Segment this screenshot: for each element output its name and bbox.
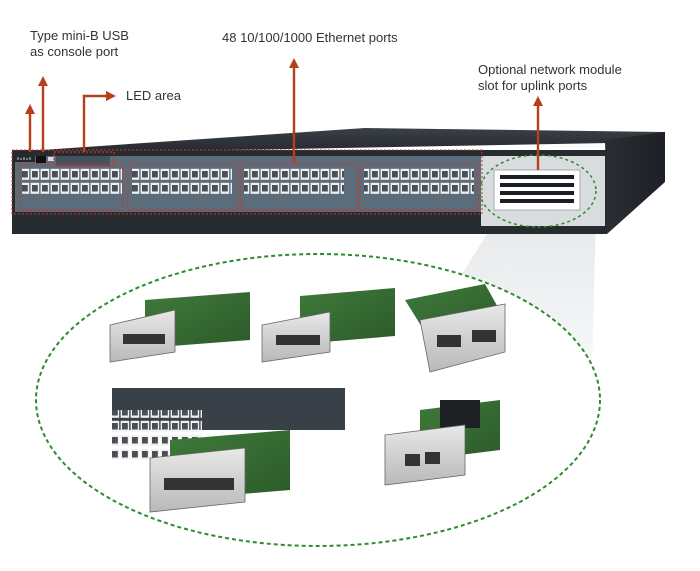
- network-module-2: [261, 288, 395, 363]
- chassis-side: [605, 132, 665, 234]
- network-module-1: [109, 292, 250, 363]
- cisco-logo-icon: [15, 156, 35, 162]
- switch-with-module-inserted: [112, 388, 345, 513]
- console-port-label-line1: Type mini-B USB: [30, 28, 129, 43]
- arrow-console-head: [38, 76, 48, 86]
- ports-outline-2: [127, 163, 239, 211]
- ports-outline-1: [19, 163, 124, 211]
- module-slot-vents: [500, 175, 574, 203]
- port-group-2: [132, 168, 232, 196]
- module-slot-label-line2: slot for uplink ports: [478, 78, 588, 93]
- arrow-led-head: [106, 91, 116, 101]
- chassis-top: [12, 128, 665, 154]
- ethernet-ports-label: 48 10/100/1000 Ethernet ports: [222, 30, 398, 45]
- console-port-callout: Type mini-B USB as console port: [30, 28, 129, 60]
- arrow-module-head: [533, 96, 543, 106]
- switch-chassis: [11, 128, 665, 234]
- console-port-label-line2: as console port: [30, 44, 119, 59]
- led-strip: [56, 156, 110, 166]
- module-slot-label-line1: Optional network module: [478, 62, 622, 77]
- arrow-ethernet-head: [289, 58, 299, 68]
- port-group-1: [22, 168, 122, 196]
- arrow-led: [82, 94, 108, 152]
- network-module-3: [405, 284, 506, 373]
- usb-console-port: [36, 156, 46, 163]
- ports-outline-3: [240, 163, 358, 211]
- callout-arrows: [25, 58, 543, 170]
- mode-button: [48, 157, 54, 161]
- ports-outline-4: [359, 163, 479, 211]
- module-slot-callout: Optional network module slot for uplink …: [478, 62, 622, 94]
- network-module-4: [384, 400, 500, 486]
- port-group-4: [364, 168, 474, 196]
- port-group-3: [244, 168, 344, 196]
- led-area-label: LED area: [126, 88, 181, 103]
